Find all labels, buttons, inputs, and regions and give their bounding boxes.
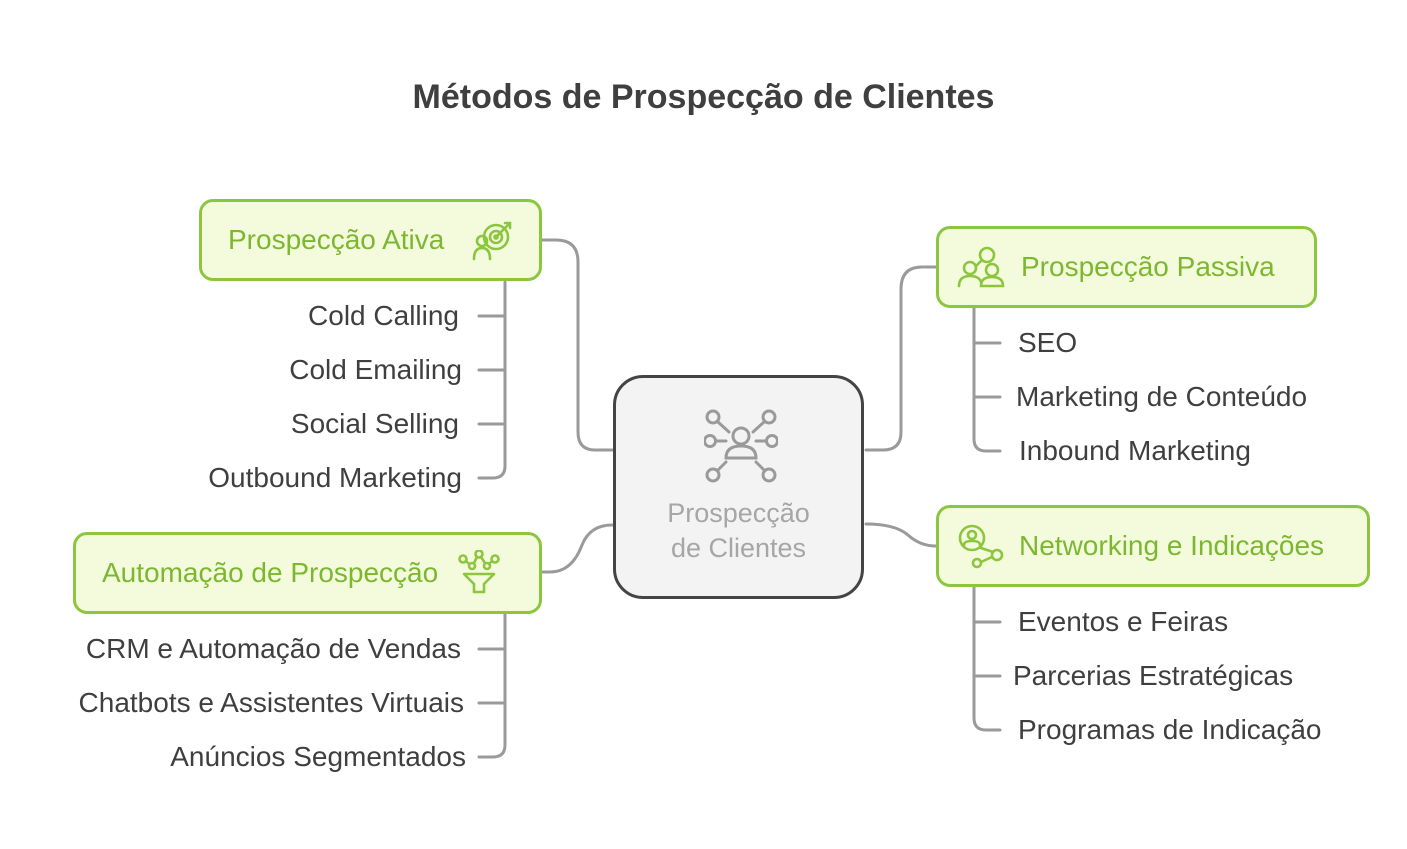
people-search-icon [957, 244, 1005, 290]
connector-center-ativa [540, 238, 614, 452]
category-label: Prospecção Passiva [1021, 251, 1275, 282]
category-prospeccao-ativa[interactable]: Prospecção Ativa [199, 199, 542, 281]
funnel-network-icon [456, 550, 502, 596]
referral-network-icon [955, 523, 1005, 569]
network-person-icon [703, 408, 779, 489]
spine-passiva [972, 306, 1002, 453]
leaf-cold-emailing: Cold Emailing [289, 354, 462, 385]
connector-center-automacao [540, 523, 614, 574]
diagram-title: Métodos de Prospecção de Clientes [412, 78, 995, 116]
leaf-seo: SEO [1018, 327, 1078, 358]
category-networking-indicacoes[interactable]: Networking e Indicações [936, 505, 1370, 587]
category-label: Networking e Indicações [1019, 530, 1325, 561]
leaf-social-selling: Social Selling [290, 408, 459, 439]
center-label-line2: de Clientes [670, 533, 807, 563]
connector-center-passiva [864, 265, 938, 452]
leaf-outbound-marketing: Outbound Marketing [208, 462, 462, 493]
center-label: Prospecção de Clientes [616, 496, 861, 566]
category-prospeccao-passiva[interactable]: Prospecção Passiva [936, 226, 1317, 308]
target-person-icon [470, 217, 516, 263]
leaf-eventos: Eventos e Feiras [1018, 606, 1229, 637]
leaf-programas: Programas de Indicação [1018, 714, 1322, 745]
leaf-marketing-conteudo: Marketing de Conteúdo [1016, 381, 1308, 412]
spine-automacao [477, 612, 507, 759]
spine-ativa [477, 280, 507, 480]
leaf-parcerias: Parcerias Estratégicas [1013, 660, 1294, 691]
connector-center-networking [864, 522, 938, 548]
category-automacao-prospeccao[interactable]: Automação de Prospecção [73, 532, 542, 614]
leaf-chatbots: Chatbots e Assistentes Virtuais [78, 687, 464, 718]
leaf-inbound-marketing: Inbound Marketing [1019, 435, 1251, 466]
leaf-crm: CRM e Automação de Vendas [85, 633, 461, 664]
center-label-line1: Prospecção [667, 498, 810, 528]
leaf-anuncios: Anúncios Segmentados [170, 741, 466, 772]
spine-networking [972, 585, 1002, 732]
leaf-cold-calling: Cold Calling [308, 300, 459, 331]
category-label: Automação de Prospecção [102, 557, 439, 588]
center-node: Prospecção de Clientes [613, 375, 864, 599]
category-label: Prospecção Ativa [228, 224, 445, 255]
